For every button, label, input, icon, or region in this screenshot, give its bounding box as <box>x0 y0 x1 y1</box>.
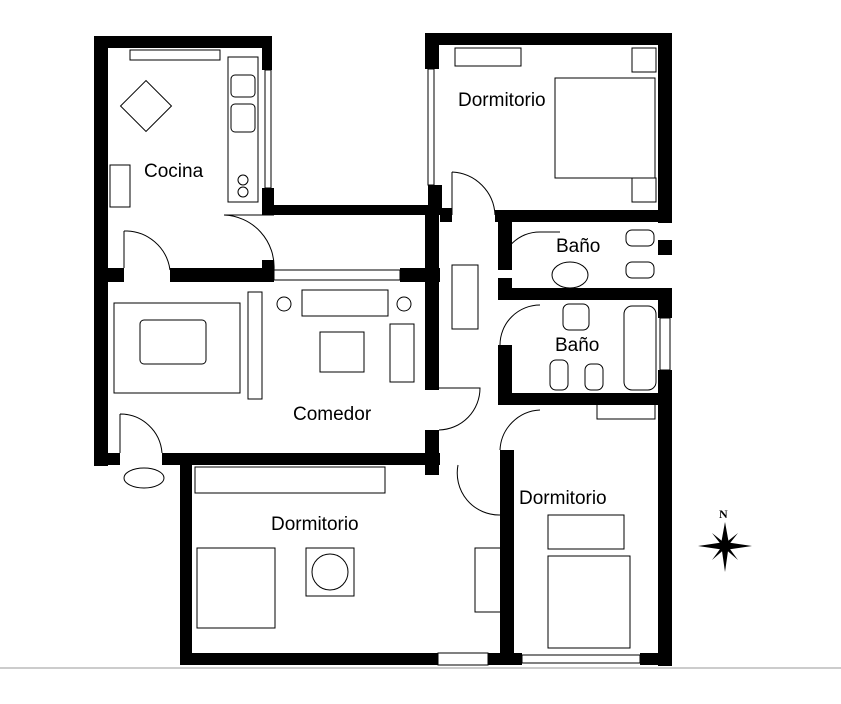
stove-icon <box>237 174 249 186</box>
label-master-bedroom: Dormitorio <box>458 90 546 111</box>
armchair <box>389 323 415 383</box>
side-table <box>305 547 355 597</box>
bed <box>196 547 276 629</box>
walls <box>94 33 672 666</box>
plant-icon <box>109 164 131 208</box>
basin-icon <box>551 261 589 289</box>
radiator <box>596 402 656 420</box>
label-dining: Comedor <box>293 404 372 425</box>
furniture <box>109 47 657 649</box>
doormat-icon <box>123 467 165 489</box>
label-bedroom-right: Dormitorio <box>519 488 607 509</box>
sofa <box>301 289 389 317</box>
sink-icon <box>230 74 256 98</box>
kitchen-counter <box>227 56 259 203</box>
bed <box>554 77 656 179</box>
bathtub-icon <box>623 305 657 391</box>
radiator <box>454 47 522 67</box>
kitchen-table <box>119 79 173 133</box>
label-bedroom-left: Dormitorio <box>271 514 359 535</box>
label-bath-1: Baño <box>556 236 600 257</box>
radiator <box>194 466 386 494</box>
compass-icon: N <box>698 507 752 572</box>
hall-console <box>451 264 479 330</box>
room-labels: Cocina Dormitorio Baño Baño Comedor Dorm… <box>144 90 607 535</box>
compass-label: N <box>719 507 728 521</box>
coffee-table <box>319 331 365 373</box>
label-bath-2: Baño <box>555 335 599 356</box>
toilet-icon <box>625 229 655 247</box>
dining-table <box>139 319 207 365</box>
label-kitchen: Cocina <box>144 161 204 182</box>
bed <box>547 555 631 649</box>
dining-rug <box>113 302 241 394</box>
windows <box>264 68 671 666</box>
doors <box>119 171 560 516</box>
